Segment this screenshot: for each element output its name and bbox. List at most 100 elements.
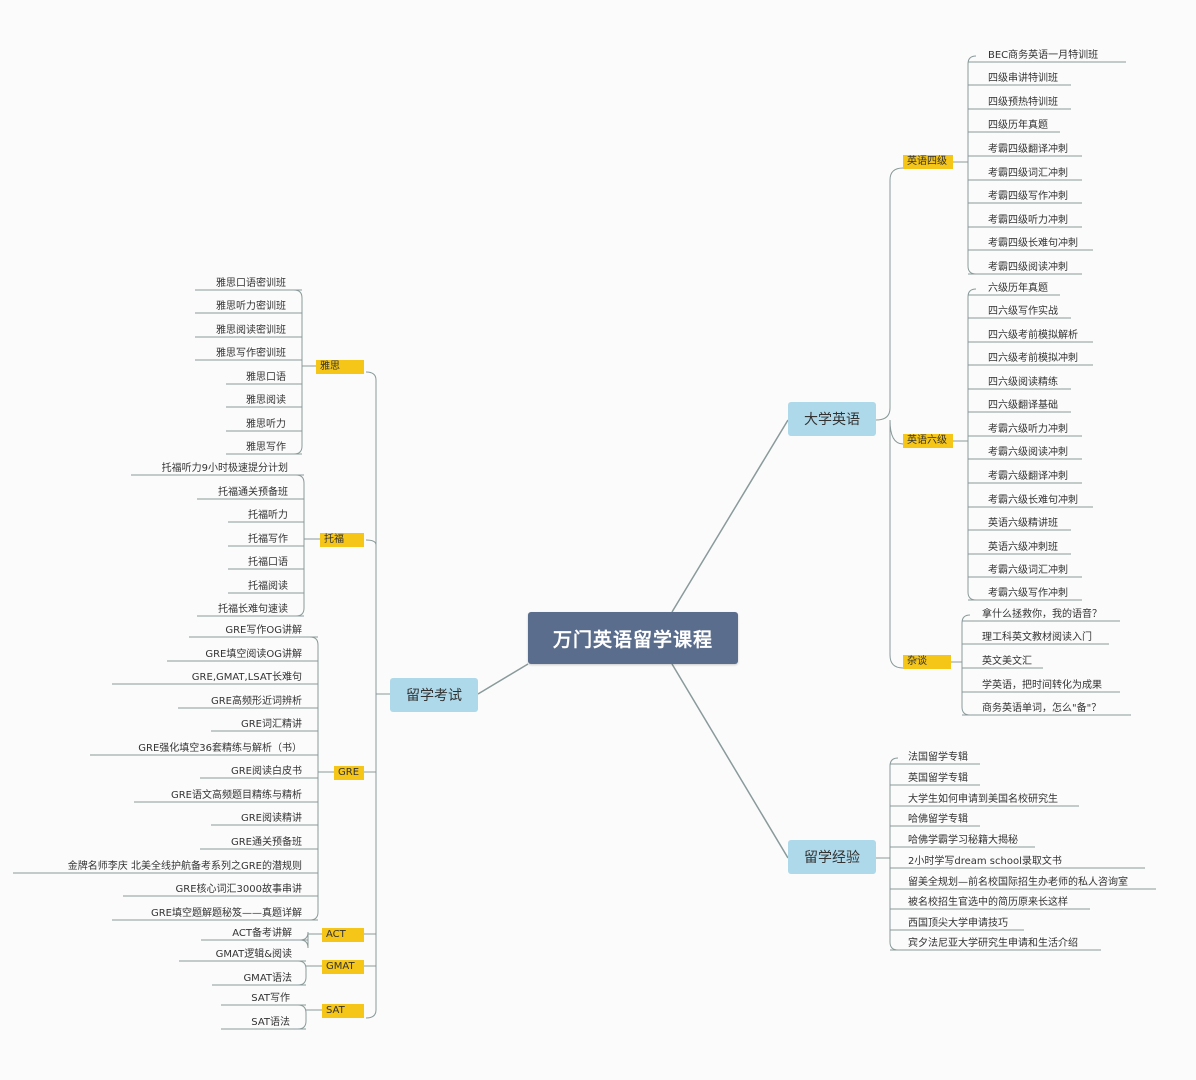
- branch-college-english[interactable]: 大学英语: [788, 402, 876, 436]
- leaf-item[interactable]: ACT备考讲解: [232, 928, 292, 939]
- leaf-item[interactable]: 哈佛学霸学习秘籍大揭秘: [908, 835, 1018, 846]
- leaf-item[interactable]: 雅思写作密训班: [216, 348, 286, 359]
- leaf-item[interactable]: 雅思听力密训班: [216, 301, 286, 312]
- sub-gmat[interactable]: GMAT: [322, 960, 364, 974]
- leaf-item[interactable]: 考霸四级写作冲刺: [988, 191, 1068, 202]
- link-exam-toefl: [365, 539, 377, 546]
- sub-sat[interactable]: SAT: [322, 1004, 364, 1018]
- leaf-item[interactable]: 英国留学专辑: [908, 773, 968, 784]
- leaf-item[interactable]: 四六级考前模拟冲刺: [988, 353, 1078, 364]
- link-college-cet4: [875, 167, 904, 421]
- link-exam-ielts: [365, 371, 377, 694]
- leaf-item[interactable]: 2小时学写dream school录取文书: [908, 856, 1062, 867]
- sub-gre[interactable]: GRE: [334, 766, 364, 780]
- leaf-item[interactable]: 考霸四级听力冲刺: [988, 215, 1068, 226]
- leaf-item[interactable]: 考霸六级听力冲刺: [988, 424, 1068, 435]
- leaf-item[interactable]: 英语六级冲刺班: [988, 542, 1058, 553]
- leaf-item[interactable]: SAT写作: [251, 993, 290, 1004]
- leaf-item[interactable]: 四六级阅读精练: [988, 377, 1058, 388]
- link-root-college: [671, 419, 789, 613]
- leaf-item[interactable]: 考霸四级翻译冲刺: [988, 144, 1068, 155]
- leaf-item[interactable]: 金牌名师李庆 北美全线护航备考系列之GRE的潜规则: [67, 861, 302, 872]
- sub-act[interactable]: ACT: [322, 928, 364, 942]
- sub-cet4[interactable]: 英语四级: [903, 155, 953, 169]
- leaf-item[interactable]: 四级历年真题: [988, 120, 1048, 131]
- leaf-item[interactable]: GRE通关预备班: [230, 837, 302, 848]
- leaf-item[interactable]: GMAT语法: [243, 973, 292, 984]
- leaf-item[interactable]: 理工科英文教材阅读入门: [982, 632, 1092, 643]
- leaf-item[interactable]: GRE填空题解题秘笈——真题详解: [150, 908, 302, 919]
- leaf-item[interactable]: 考霸六级写作冲刺: [988, 588, 1068, 599]
- link-root-exams: [477, 663, 529, 695]
- leaf-item[interactable]: GRE核心词汇3000故事串讲: [175, 884, 302, 895]
- leaf-item[interactable]: 考霸六级阅读冲刺: [988, 447, 1068, 458]
- leaf-item[interactable]: GRE填空阅读OG讲解: [205, 649, 302, 660]
- leaf-item[interactable]: GRE强化填空36套精练与解析（书）: [138, 743, 302, 754]
- leaf-item[interactable]: GRE词汇精讲: [240, 719, 302, 730]
- leaf-item[interactable]: GRE高频形近词辨析: [210, 696, 302, 707]
- branch-study-abroad-exams[interactable]: 留学考试: [390, 678, 478, 712]
- leaf-item[interactable]: 托福听力9小时极速提分计划: [161, 463, 288, 474]
- leaf-item[interactable]: GRE阅读精讲: [240, 813, 302, 824]
- leaf-item[interactable]: 雅思口语密训班: [216, 278, 286, 289]
- leaf-item[interactable]: 托福口语: [248, 557, 288, 568]
- leaf-item[interactable]: 西国顶尖大学申请技巧: [908, 918, 1008, 929]
- branch-study-abroad-experience[interactable]: 留学经验: [788, 840, 876, 874]
- leaf-item[interactable]: 雅思写作: [246, 442, 286, 453]
- leaf-item[interactable]: 学英语，把时间转化为成果: [982, 680, 1102, 691]
- leaf-item[interactable]: 雅思阅读: [246, 395, 286, 406]
- leaf-item[interactable]: 宾夕法尼亚大学研究生申请和生活介绍: [908, 938, 1078, 949]
- leaf-item[interactable]: 拿什么拯救你，我的语音？: [982, 609, 1102, 620]
- leaf-item[interactable]: 考霸六级词汇冲刺: [988, 565, 1068, 576]
- leaf-item[interactable]: 考霸六级长难句冲刺: [988, 495, 1078, 506]
- leaf-item[interactable]: SAT语法: [251, 1017, 290, 1028]
- leaf-item[interactable]: 雅思听力: [246, 419, 286, 430]
- leaf-item[interactable]: 法国留学专辑: [908, 752, 968, 763]
- leaf-item[interactable]: 被名校招生官选中的简历原来长这样: [908, 897, 1068, 908]
- leaf-item[interactable]: GMAT逻辑&阅读: [215, 949, 292, 960]
- leaf-item[interactable]: 托福听力: [248, 510, 288, 521]
- leaf-item[interactable]: 考霸四级长难句冲刺: [988, 238, 1078, 249]
- leaf-item[interactable]: 留美全规划—前名校国际招生办老师的私人咨询室: [908, 877, 1128, 888]
- link-root-experience: [671, 663, 789, 859]
- leaf-item[interactable]: 四六级写作实战: [988, 306, 1058, 317]
- leaf-item[interactable]: 考霸四级词汇冲刺: [988, 168, 1068, 179]
- leaf-item[interactable]: 雅思口语: [246, 372, 286, 383]
- leaf-item[interactable]: 考霸四级阅读冲刺: [988, 262, 1068, 273]
- leaf-bracket: [967, 288, 977, 601]
- leaf-item[interactable]: 大学生如何申请到美国名校研究生: [908, 794, 1058, 805]
- sub-toefl[interactable]: 托福: [320, 533, 364, 547]
- leaf-item[interactable]: GRE语文高频题目精练与精析: [170, 790, 302, 801]
- leaf-item[interactable]: 托福长难句速读: [218, 604, 288, 615]
- leaf-item[interactable]: 英文美文汇: [982, 656, 1032, 667]
- leaf-item[interactable]: 英语六级精讲班: [988, 518, 1058, 529]
- leaf-item[interactable]: 雅思阅读密训班: [216, 325, 286, 336]
- link-exam-sat: [365, 694, 377, 1019]
- sub-misc[interactable]: 杂谈: [903, 655, 951, 669]
- leaf-item[interactable]: BEC商务英语一月特训班: [988, 50, 1099, 61]
- leaf-item[interactable]: 六级历年真题: [988, 283, 1048, 294]
- leaf-bracket: [297, 1004, 307, 1030]
- leaf-bracket: [293, 289, 303, 455]
- leaf-item[interactable]: 哈佛留学专辑: [908, 814, 968, 825]
- leaf-item[interactable]: 托福通关预备班: [218, 487, 288, 498]
- link-college-cet6: [889, 419, 904, 445]
- leaf-item[interactable]: 四级预热特训班: [988, 97, 1058, 108]
- leaf-item[interactable]: GRE,GMAT,LSAT长难句: [191, 672, 302, 683]
- leaf-item[interactable]: 商务英语单词，怎么"备"？: [982, 703, 1102, 714]
- leaf-item[interactable]: GRE写作OG讲解: [225, 625, 302, 636]
- leaf-bracket: [961, 614, 971, 716]
- leaf-item[interactable]: 四六级考前模拟解析: [988, 330, 1078, 341]
- root-topic[interactable]: 万门英语留学课程: [528, 612, 738, 664]
- sub-cet6[interactable]: 英语六级: [903, 434, 953, 448]
- link-college-misc: [889, 420, 904, 669]
- leaf-item[interactable]: 考霸六级翻译冲刺: [988, 471, 1068, 482]
- leaf-item[interactable]: 托福阅读: [248, 581, 288, 592]
- leaf-item[interactable]: 四级串讲特训班: [988, 73, 1058, 84]
- leaf-bracket: [889, 757, 899, 951]
- leaf-item[interactable]: GRE阅读白皮书: [230, 766, 302, 777]
- sub-ielts[interactable]: 雅思: [316, 360, 364, 374]
- leaf-item[interactable]: 托福写作: [248, 534, 288, 545]
- leaf-item[interactable]: 四六级翻译基础: [988, 400, 1058, 411]
